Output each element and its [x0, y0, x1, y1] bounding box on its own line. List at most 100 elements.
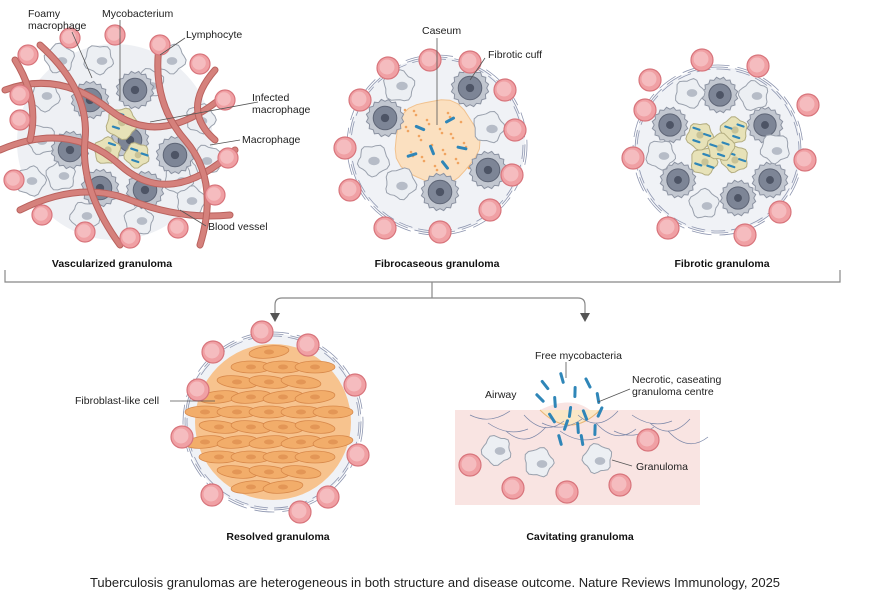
- fibroblast-nucleus: [246, 424, 256, 430]
- mycobacterium: [579, 434, 585, 446]
- fibroblast-nucleus: [214, 424, 224, 430]
- macrophage-nucleus: [166, 57, 178, 65]
- mycobacterium: [444, 116, 456, 124]
- lymphocyte-nucleus: [693, 51, 709, 67]
- fibroblast-nucleus: [310, 364, 320, 370]
- lymphocyte-nucleus: [203, 486, 219, 502]
- lymphocyte-nucleus: [659, 219, 675, 235]
- fibrous-strand: [487, 422, 529, 433]
- macrophage-nucleus: [494, 447, 506, 455]
- fibroblast-nucleus: [278, 394, 288, 400]
- blood-vessel-label: Blood vessel: [208, 221, 268, 233]
- lymphocyte-nucleus: [639, 431, 655, 447]
- macrophage-nucleus: [26, 177, 38, 185]
- caseum-debris: [456, 161, 460, 165]
- fibroblast-nucleus: [200, 439, 210, 445]
- arrow-to-resolved: [270, 313, 280, 322]
- lymphocyte-nucleus: [107, 27, 121, 41]
- lymphocyte-nucleus: [351, 91, 367, 107]
- cavitating-granuloma-panel: [455, 372, 709, 505]
- caseum-debris: [417, 134, 421, 138]
- mycobacterium: [107, 141, 117, 147]
- lymphocyte-label: Lymphocyte: [186, 29, 242, 41]
- mycobacterium: [140, 152, 149, 157]
- fibroblast-nucleus: [246, 394, 256, 400]
- lymphocyte-nucleus: [220, 150, 234, 164]
- mycobacterium: [406, 152, 418, 158]
- lymphocyte-nucleus: [12, 87, 26, 101]
- lymphocyte-nucleus: [20, 47, 34, 61]
- caseum-debris: [412, 109, 416, 113]
- fibroblast-nucleus: [232, 379, 242, 385]
- macrophage-nucleus: [58, 172, 70, 180]
- lymphocyte-nucleus: [336, 139, 352, 155]
- macrophage-nucleus: [396, 81, 408, 91]
- lymphocyte-nucleus: [349, 446, 365, 462]
- fibroblast-nucleus: [296, 409, 306, 415]
- resolved-title: Resolved granuloma: [226, 531, 329, 543]
- fibroblast-nucleus: [296, 439, 306, 445]
- mycobacterium: [581, 409, 589, 421]
- foamy-macrophage-nucleus: [170, 150, 180, 160]
- mycobacterium: [559, 372, 565, 384]
- macrophage-nucleus: [396, 181, 408, 191]
- mycobacterium: [706, 164, 715, 169]
- arrow-heads: [270, 313, 590, 322]
- mycobacterium: [692, 139, 701, 144]
- infected-nucleus: [701, 158, 709, 166]
- lymphocyte-nucleus: [461, 53, 477, 69]
- lymphocyte-nucleus: [771, 203, 787, 219]
- macrophage-nucleus: [96, 57, 108, 65]
- blood-vessel-lumen: [0, 135, 238, 187]
- mycobacterium: [567, 406, 573, 418]
- lymphocyte-nucleus: [122, 230, 136, 244]
- macrophage-nucleus: [701, 202, 713, 210]
- fibroblast-nucleus: [310, 394, 320, 400]
- blood-vessel-lumen: [2, 80, 228, 130]
- macrophage-nucleus: [536, 460, 548, 468]
- mycobacterium: [414, 124, 426, 132]
- infected-nucleus: [696, 131, 704, 139]
- infected-nucleus: [731, 156, 739, 164]
- foamy-macrophage-nucleus: [761, 121, 769, 129]
- macrophage-nucleus: [751, 92, 763, 100]
- mycobacterium: [535, 393, 545, 403]
- leader-lines: [71, 20, 633, 467]
- fibroblast-nucleus: [264, 439, 274, 445]
- caseum-debris: [449, 132, 453, 136]
- mycobacterium: [576, 422, 580, 434]
- fibroblast-nucleus: [278, 364, 288, 370]
- foamy-macrophage-nucleus: [465, 83, 475, 93]
- mycobacterium: [584, 377, 592, 389]
- mycobacterium: [694, 162, 703, 167]
- fibroblast-nucleus: [246, 364, 256, 370]
- infected-nucleus: [716, 144, 724, 152]
- caseum-debris: [414, 113, 418, 117]
- caseum-debris: [448, 115, 452, 119]
- lymphocyte-nucleus: [341, 181, 357, 197]
- caseum-debris: [459, 120, 463, 124]
- macrophage-nucleus: [771, 147, 783, 155]
- lymphocyte-nucleus: [496, 81, 512, 97]
- macrophage-nucleus: [201, 157, 213, 165]
- fibroblast-nucleus: [278, 484, 288, 490]
- blood-vessel-lumen: [155, 37, 210, 248]
- lymphocyte-nucleus: [173, 428, 189, 444]
- caseum-debris: [454, 157, 458, 161]
- caseum-debris: [440, 131, 444, 135]
- fibrotic-granuloma-panel: [621, 48, 820, 247]
- mycobacterium: [727, 164, 736, 169]
- fibroblast-nucleus: [246, 484, 256, 490]
- caseum-debris: [433, 164, 437, 168]
- mycobacterium: [540, 379, 550, 391]
- caseum-debris: [451, 136, 455, 140]
- lymphocyte-nucleus: [636, 101, 652, 117]
- fibroblast-nucleus: [278, 454, 288, 460]
- arrow-to-cavitating: [580, 313, 590, 322]
- fibrous-strand: [631, 414, 673, 425]
- lymphocyte-nucleus: [6, 172, 20, 186]
- fibroblast-nucleus: [296, 469, 306, 475]
- mycobacterium: [111, 125, 121, 130]
- blood-vessel-lumen: [195, 67, 218, 143]
